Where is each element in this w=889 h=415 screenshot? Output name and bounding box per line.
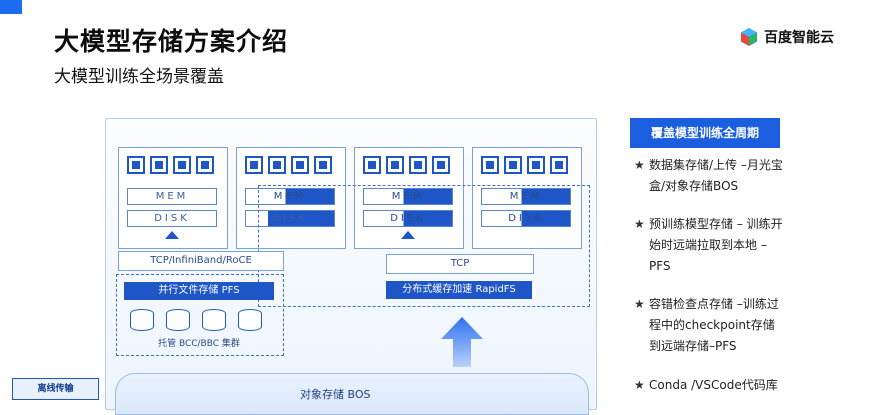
sidebar-bullet-2: ★ 预训练模型存储 – 训练开始时远端拉取到本地 –PFS [634,214,784,277]
gpu-chips [479,154,570,176]
page-title: 大模型存储方案介绍 [54,27,289,56]
arrow-up-icon [401,231,415,239]
sidebar-bullet-1: ★ 数据集存储/上传 –月光宝盒/对象存储BOS [634,155,784,197]
page-subtitle: 大模型训练全场景覆盖 [54,67,224,87]
cube-logo-icon [741,28,757,46]
database-icon [238,309,262,331]
left-protocol-label: TCP/InfiniBand/RoCE [118,251,284,271]
object-storage-label: 对象存储 BOS [300,388,371,401]
bullet-text: 容错检查点存储 –训练过程中的checkpoint存储到远端存储–PFS [649,297,779,353]
bullet-text: Conda /VSCode代码库 [649,378,778,392]
mem-box: MEM [363,188,453,205]
rapidfs-bar: 分布式缓存加速 RapidFS [386,281,532,299]
sidebar-bullet-3: ★ 容错检查点存储 –训练过程中的checkpoint存储到远端存储–PFS [634,294,784,357]
brand-logo: 百度智能云 [740,27,834,47]
disk-box: DISK [363,210,453,227]
cluster-label: 托管 BCC/BBC 集群 [158,339,240,349]
star-icon: ★ [634,158,645,172]
storage-architecture-diagram: MEM DISK MEM DISK MEM DISK MEM DISK TCP/… [105,118,597,410]
disk-box: DISK [127,210,217,227]
mem-box: MEM [127,188,217,205]
database-icon [130,309,154,331]
parallel-fs-bar: 并行文件存储 PFS [124,282,274,300]
top-left-accent-bar [0,0,22,14]
big-up-arrow-icon [441,317,483,367]
star-icon: ★ [634,217,645,231]
compute-node-4: MEM DISK [472,147,582,249]
gpu-chips [125,154,216,176]
compute-node-2: MEM DISK [236,147,346,249]
offline-transfer-label: 离线传输 [12,378,99,400]
logo-text: 百度智能云 [764,30,834,46]
gpu-chips [361,154,452,176]
arrow-up-icon [165,231,179,239]
sidebar-heading: 覆盖模型训练全周期 [630,118,780,148]
bullet-text: 预训练模型存储 – 训练开始时远端拉取到本地 –PFS [649,217,783,273]
right-protocol-label: TCP [386,254,534,274]
star-icon: ★ [634,378,645,392]
compute-node-3: MEM DISK [354,147,464,249]
mem-box: MEM [481,188,571,205]
bullet-text: 数据集存储/上传 –月光宝盒/对象存储BOS [649,158,783,193]
rapidfs-cache-group [258,185,590,307]
disk-array [130,309,262,331]
gpu-chips [243,154,334,176]
disk-box: DISK [481,210,571,227]
database-icon [166,309,190,331]
pfs-cluster-group [116,274,284,356]
mem-box: MEM [245,188,335,205]
database-icon [202,309,226,331]
sidebar-bullet-4: ★ Conda /VSCode代码库 [634,375,784,396]
star-icon: ★ [634,297,645,311]
disk-box: DISK [245,210,335,227]
